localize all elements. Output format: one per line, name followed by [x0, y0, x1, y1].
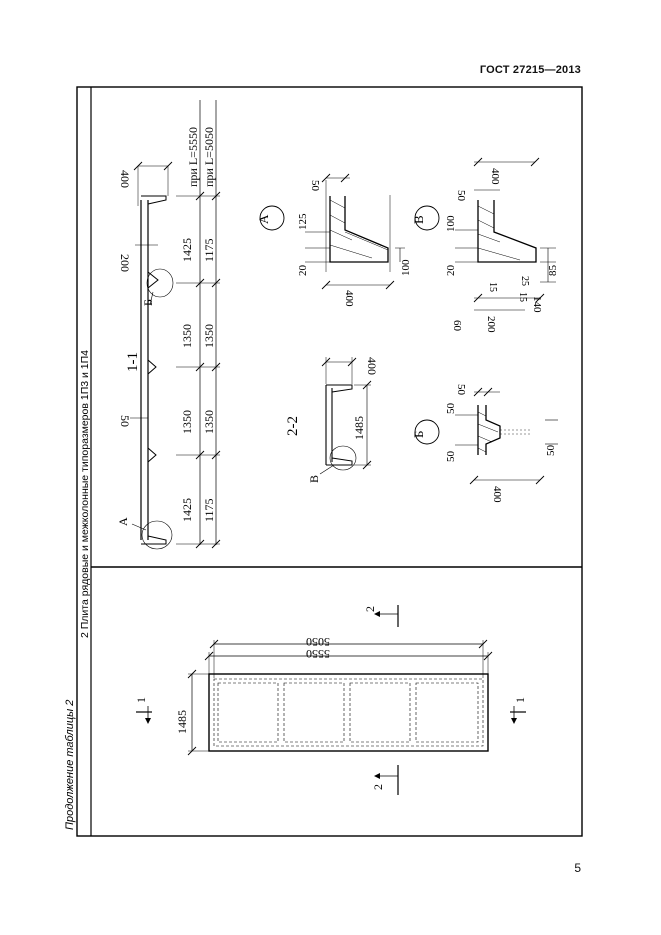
row-5550-seg-2: 1350: [180, 324, 194, 348]
detail-a-dim-400: 400: [343, 290, 355, 307]
detail-v-dim-50: 50: [455, 190, 467, 202]
detail-v-dim-100: 100: [445, 215, 457, 232]
section-2-2-dim-1485: 1485: [352, 416, 366, 440]
table-frame: [76, 86, 583, 837]
detail-a-label: А: [256, 214, 271, 224]
cut-label-2-top: 2: [363, 606, 377, 612]
detail-a-dim-50: 50: [309, 180, 321, 192]
plan-length-5550: 5550: [306, 647, 330, 661]
detail-v-dim-25: 25: [519, 276, 530, 286]
dim-end-400: 400: [118, 170, 132, 188]
detail-b-dim-50-right: 50: [545, 445, 557, 457]
label-v: В: [307, 475, 321, 483]
detail-b-dim-400: 400: [491, 486, 503, 503]
section-1-1-drawing: [130, 100, 220, 550]
row-title: 2 Плита рядовые и межколонные типоразмер…: [79, 350, 91, 638]
section-2-2-title: 2-2: [285, 416, 301, 436]
detail-v-dim-85: 85: [547, 265, 559, 277]
row-label-5550: при L=5550: [186, 127, 200, 187]
row-5050-seg-1: 1175: [202, 238, 216, 262]
detail-a-drawing: [259, 177, 405, 286]
plan-length-5050: 5050: [306, 635, 330, 649]
detail-b-drawing: [414, 391, 558, 481]
detail-v-drawing: [414, 161, 556, 311]
plan-width-1485: 1485: [175, 710, 189, 734]
detail-b-dim-50-lower: 50: [445, 451, 457, 463]
cut-label-1-right: 1: [513, 697, 527, 703]
row-5550-seg-1: 1425: [180, 238, 194, 262]
detail-b-label: Б: [411, 431, 426, 438]
dim-shelf-50: 50: [118, 415, 132, 427]
row-5050-seg-2: 1350: [202, 324, 216, 348]
section-2-2-drawing: [319, 357, 371, 475]
detail-v-dim-15-a: 15: [487, 282, 498, 292]
plan-view: [136, 605, 526, 795]
detail-v-dim-140: 140: [531, 296, 543, 313]
detail-v-label: В: [411, 215, 426, 224]
row-5550-seg-4: 1425: [180, 498, 194, 522]
detail-b-dim-50-left: 50: [445, 403, 457, 415]
label-a: А: [116, 517, 130, 526]
detail-v-dim-20: 20: [445, 265, 457, 277]
table-continuation: Продолжение таблицы 2: [64, 700, 76, 830]
section-2-2-dim-400: 400: [365, 357, 379, 375]
detail-v-dim-400: 400: [489, 168, 501, 185]
detail-a-dim-125: 125: [297, 213, 309, 230]
row-5050-seg-3: 1350: [202, 410, 216, 434]
cut-label-1-left: 1: [134, 697, 148, 703]
row-5050-seg-4: 1175: [202, 498, 216, 522]
section-1-1-title: 1-1: [125, 352, 141, 372]
detail-v-dim-15-b: 15: [517, 292, 528, 302]
dim-rib-200: 200: [118, 254, 132, 272]
standard-code: ГОСТ 27215—2013: [479, 64, 581, 76]
detail-a-dim-100: 100: [400, 259, 412, 276]
cut-label-2-bottom: 2: [371, 784, 385, 790]
detail-a-dim-20: 20: [297, 265, 309, 277]
detail-b-dim-50-top: 50: [455, 384, 467, 396]
label-b: Б: [141, 299, 155, 306]
row-label-5050: при L=5050: [202, 127, 216, 187]
row-5550-seg-3: 1350: [180, 410, 194, 434]
detail-v-dim-200: 200: [485, 316, 497, 333]
page-number: 5: [574, 861, 581, 875]
detail-v-dim-60: 60: [451, 320, 463, 332]
